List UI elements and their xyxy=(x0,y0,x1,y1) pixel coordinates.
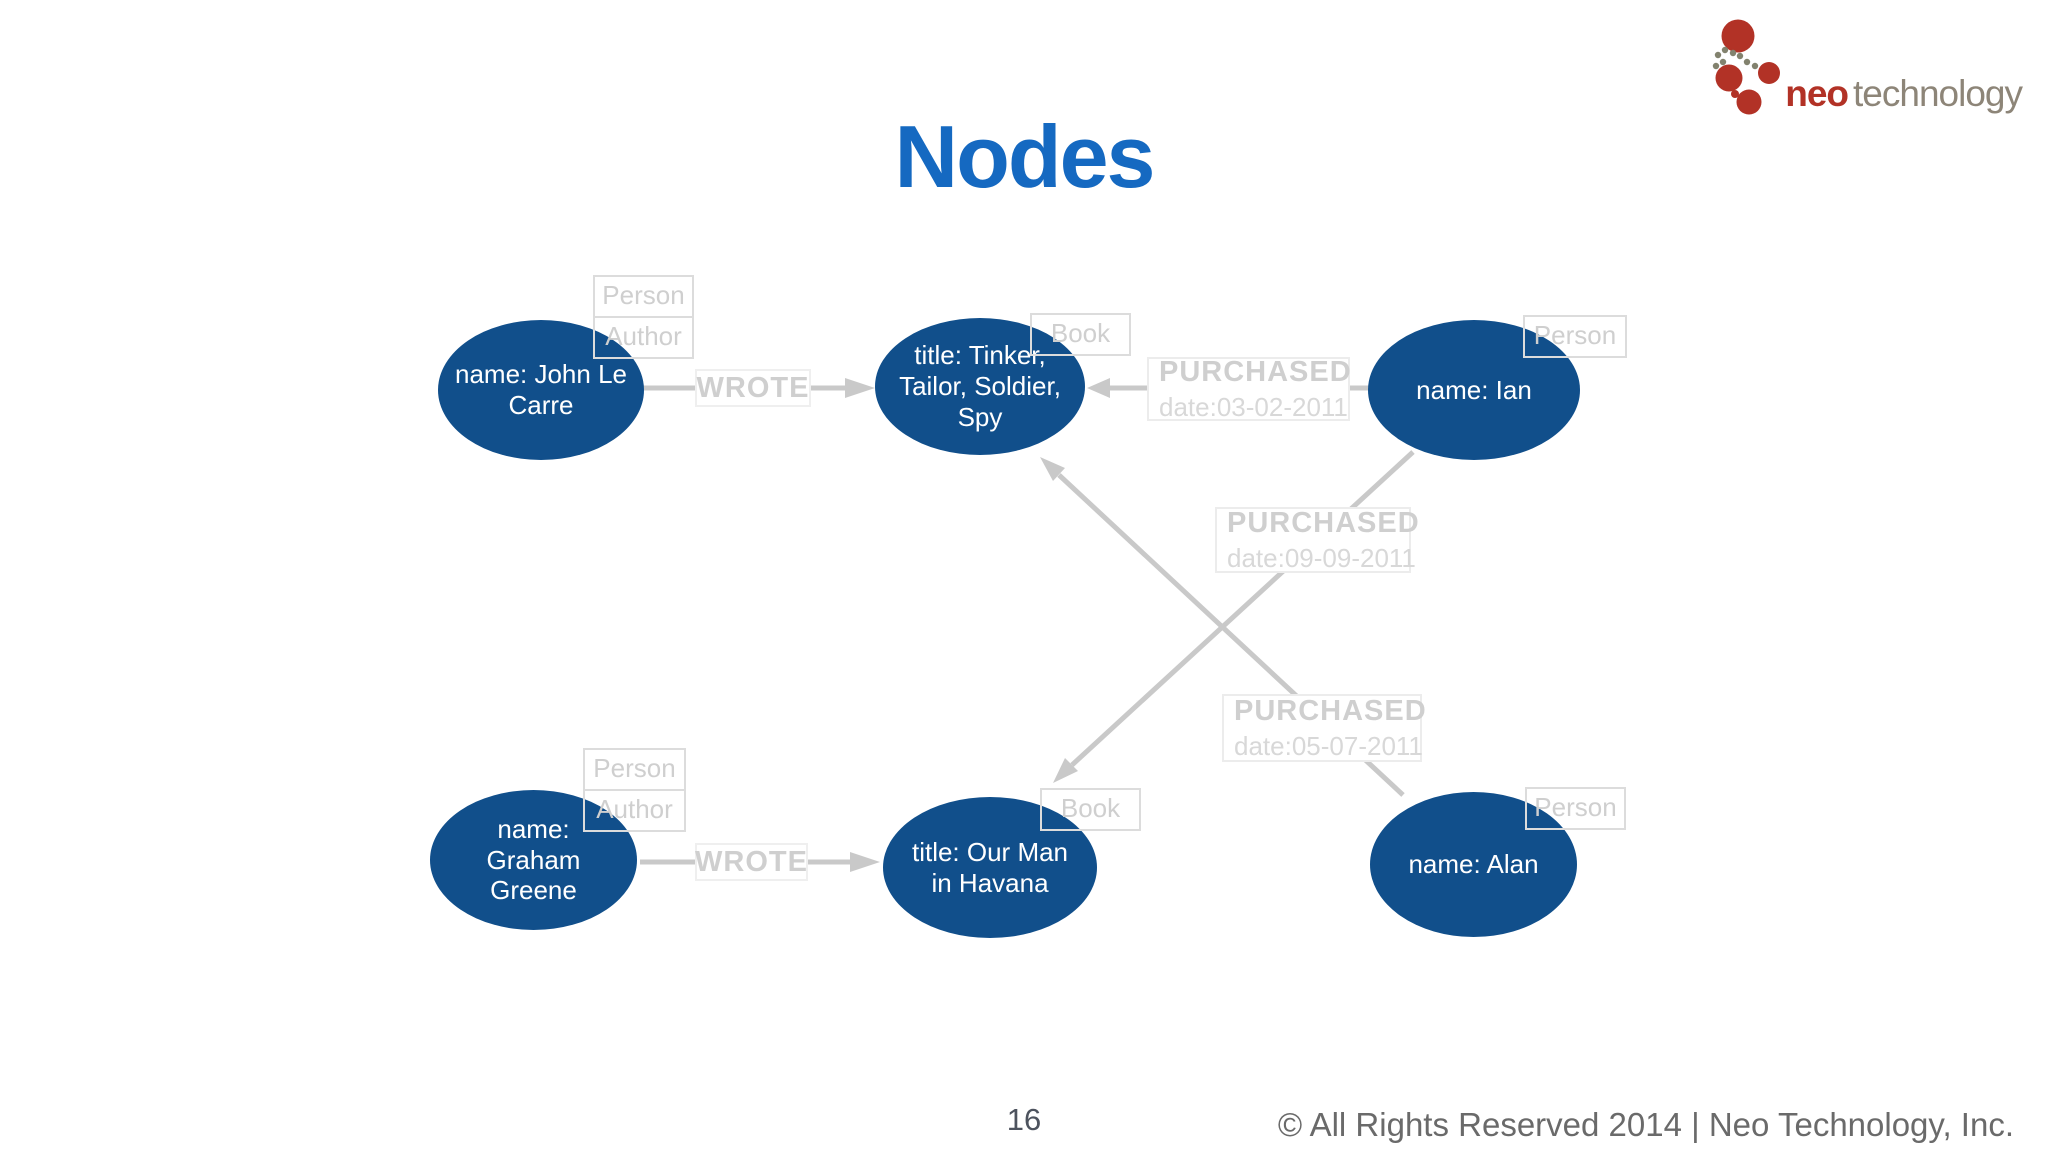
node-types-ian: Person xyxy=(1523,315,1627,358)
relationship-label-purchased-1: PURCHASED date:03-02-2011 xyxy=(1147,355,1352,422)
node-types-john: Person Author xyxy=(593,275,694,359)
node-label: name: Graham Greene xyxy=(486,813,581,906)
node-label: name: Alan xyxy=(1408,849,1539,880)
relationship-type: WROTE xyxy=(695,845,808,878)
type-label-person: Person xyxy=(593,753,676,783)
node-types-alan: Person xyxy=(1525,787,1626,830)
relationship-type: PURCHASED xyxy=(1234,694,1427,727)
node-label: title: Tinker, Tailor, Soldier, Spy xyxy=(899,340,1061,432)
graph-node-john-le-carre: name: John Le Carre xyxy=(438,320,644,460)
page-title: Nodes xyxy=(894,107,1156,206)
relationship-date: date:03-02-2011 xyxy=(1159,391,1348,422)
page-number: 16 xyxy=(1006,1102,1042,1137)
arrowhead-wrote-tinker xyxy=(845,378,875,398)
type-label-author: Author xyxy=(595,316,692,357)
relationship-label-purchased-3: PURCHASED date:05-07-2011 xyxy=(1222,694,1426,762)
node-label: name: Ian xyxy=(1416,374,1532,405)
type-label-person: Person xyxy=(1533,320,1617,350)
graph-node-ian: name: Ian xyxy=(1368,320,1580,460)
type-label-book: Book xyxy=(1060,793,1121,823)
logo-text-neo: neo xyxy=(1785,73,1849,114)
relationship-date: date:09-09-2011 xyxy=(1227,542,1416,573)
type-label-person: Person xyxy=(602,280,685,310)
relationship-label-wrote-2: WROTE xyxy=(695,843,808,881)
relationship-type: WROTE xyxy=(696,371,810,404)
logo-graph-icon xyxy=(1713,19,1781,115)
node-types-tinker: Book xyxy=(1030,313,1131,356)
node-label: name: John Le Carre xyxy=(454,359,627,420)
logo-text-technology: technology xyxy=(1853,73,2023,114)
relationship-type: PURCHASED xyxy=(1159,355,1352,388)
relationship-label-wrote-1: WROTE xyxy=(695,369,811,407)
type-label-person: Person xyxy=(1534,792,1617,822)
relationship-date: date:05-07-2011 xyxy=(1234,730,1423,761)
arrowhead-purchased-tinker xyxy=(1087,378,1110,398)
type-label-author: Author xyxy=(585,789,684,830)
type-label-book: Book xyxy=(1050,318,1111,348)
node-label: title: Our Man in Havana xyxy=(911,836,1069,898)
arrowhead-wrote-ourman xyxy=(850,852,880,872)
graph-node-our-man-in-havana: title: Our Man in Havana xyxy=(883,797,1097,938)
graph-node-tinker-tailor: title: Tinker, Tailor, Soldier, Spy xyxy=(875,318,1085,455)
relationship-label-purchased-2: PURCHASED date:09-09-2011 xyxy=(1215,507,1419,573)
graph-node-graham-greene: name: Graham Greene xyxy=(430,790,637,930)
node-types-ourman: Book xyxy=(1040,788,1141,831)
arrowhead-purchased-tinker-2 xyxy=(1040,457,1065,481)
relationship-type: PURCHASED xyxy=(1227,506,1420,539)
node-types-graham: Person Author xyxy=(583,748,686,832)
graph-node-alan: name: Alan xyxy=(1370,792,1577,937)
copyright-notice: © All Rights Reserved 2014 | Neo Technol… xyxy=(1277,1106,2014,1143)
arrowhead-purchased-ourman xyxy=(1053,758,1078,783)
